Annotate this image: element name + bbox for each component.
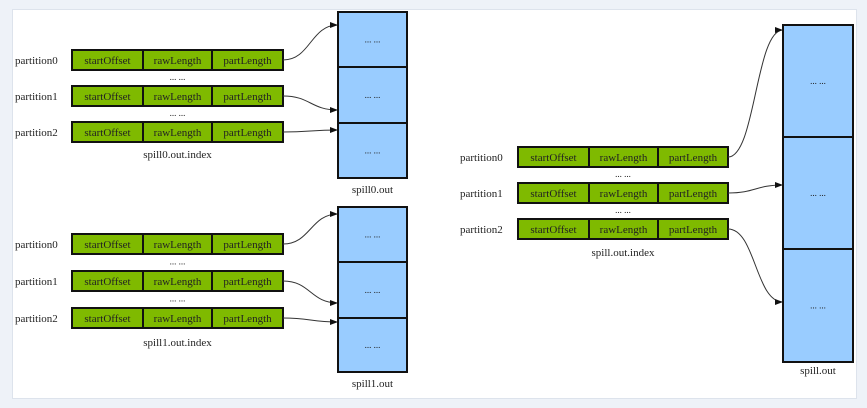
offset-arrow [282,317,339,325]
index-cell-label: startOffset [84,127,130,139]
data-block [337,206,408,263]
index-cell-label: rawLength [154,91,202,103]
index-cell-label: startOffset [530,152,576,164]
index-cell-label: partLength [223,55,272,67]
index-cell-label: partLength [223,127,272,139]
data-file-caption: spill1.out [352,378,393,390]
index-cell-label: partLength [223,91,272,103]
data-block-label: ... ... [810,301,826,311]
data-block [782,248,854,363]
index-cell-label: startOffset [530,224,576,236]
data-block [337,317,408,373]
offset-arrow [282,95,339,113]
data-block-label: ... ... [365,285,381,295]
partition-label: partition1 [460,188,503,200]
data-block-label: ... ... [810,76,826,86]
offset-arrow [727,228,784,305]
data-block-label: ... ... [365,230,381,240]
index-cell-label: startOffset [530,188,576,200]
spill-group-2: partition0 startOffset rawLength partLength… [460,24,854,377]
ellipsis: ... ... [170,108,186,118]
index-row: partition0 startOffset rawLength partLength [15,49,284,71]
index-row: partition2 startOffset rawLength partLength [15,307,284,329]
partition-label: partition1 [15,276,58,288]
index-cell-label: partLength [669,224,718,236]
index-row: partition2 startOffset rawLength partLength [15,121,284,143]
ellipsis: ... ... [615,205,631,215]
index-cell-label: rawLength [600,188,648,200]
offset-arrow [727,182,784,194]
index-cell-label: partLength [223,276,272,288]
index-cell-label: rawLength [154,127,202,139]
index-row: partition1 startOffset rawLength partLength [460,182,729,204]
data-file-caption: spill0.out [352,184,393,196]
index-cell-label: startOffset [84,55,130,67]
data-block-label: ... ... [365,35,381,45]
partition-label: partition0 [15,239,58,251]
index-row: partition0 startOffset rawLength partLength [15,233,284,255]
data-block [782,24,854,138]
spill-group-0: partition0 startOffset rawLength partLength… [15,11,408,196]
partition-label: partition0 [460,152,503,164]
data-file-caption: spill.out [800,365,836,377]
index-cell-label: rawLength [600,224,648,236]
index-file-caption: spill1.out.index [143,337,212,349]
data-block-label: ... ... [810,188,826,198]
data-block-label: ... ... [365,90,381,100]
offset-arrow [282,211,339,245]
index-file-caption: spill0.out.index [143,149,212,161]
partition-label: partition1 [15,91,58,103]
ellipsis: ... ... [615,169,631,179]
index-cell-label: rawLength [154,313,202,325]
index-cell-label: startOffset [84,276,130,288]
index-row: partition1 startOffset rawLength partLength [15,270,284,292]
data-block [337,11,408,68]
data-block [337,122,408,179]
index-cell-label: rawLength [154,276,202,288]
index-cell-label: startOffset [84,313,130,325]
index-cell-label: partLength [669,188,718,200]
ellipsis: ... ... [170,294,186,304]
index-cell-label: rawLength [600,152,648,164]
partition-label: partition0 [15,55,58,67]
offset-arrow [282,127,339,134]
data-block [782,136,854,250]
data-block [337,261,408,319]
partition-label: partition2 [460,224,503,236]
partition-label: partition2 [15,313,58,325]
offset-arrow [727,27,784,158]
ellipsis: ... ... [170,72,186,82]
index-cell-label: partLength [669,152,718,164]
index-file-caption: spill.out.index [592,247,655,259]
data-block [337,66,408,124]
data-block-label: ... ... [365,340,381,350]
index-cell-label: startOffset [84,239,130,251]
partition-label: partition2 [15,127,58,139]
offset-arrow [282,280,339,306]
ellipsis: ... ... [170,257,186,267]
spill-group-1: partition0 startOffset rawLength partLength… [15,206,408,390]
data-block-label: ... ... [365,146,381,156]
index-row: partition1 startOffset rawLength partLength [15,85,284,107]
index-cell-label: rawLength [154,55,202,67]
index-row: partition0 startOffset rawLength partLength [460,146,729,168]
index-cell-label: rawLength [154,239,202,251]
offset-arrow [282,22,339,61]
index-row: partition2 startOffset rawLength partLength [460,218,729,240]
index-cell-label: partLength [223,313,272,325]
index-cell-label: startOffset [84,91,130,103]
index-cell-label: partLength [223,239,272,251]
